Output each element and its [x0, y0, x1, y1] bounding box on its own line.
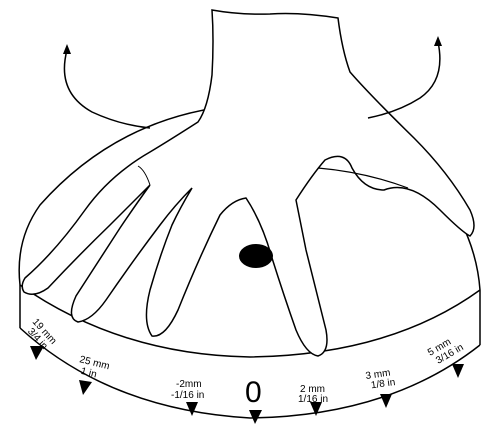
- tick-label-3mm: 3 mm 1/8 in: [365, 367, 396, 392]
- tick-marker-neg2mm: [186, 402, 198, 416]
- tick-label-25mm: 25 mm 1 in: [76, 354, 111, 383]
- tick-label-neg2mm: -2mm -1/16 in: [171, 379, 204, 401]
- rotate-arrow-left-head: [63, 44, 71, 54]
- tick-marker-zero: [249, 410, 262, 424]
- rotate-arrow-right-head: [434, 36, 442, 46]
- dial-center-knob: [239, 244, 273, 268]
- tick-label-2mm: 2 mm 1/16 in: [298, 384, 328, 405]
- tick-label-2mm-imperial: 1/16 in: [298, 394, 328, 405]
- tick-label-3mm-imperial: 1/8 in: [370, 377, 396, 391]
- tick-label-neg2mm-metric: -2mm: [176, 379, 202, 390]
- zero-mark-label: 0: [245, 376, 262, 409]
- rotate-arrow-left: [64, 50, 150, 128]
- tick-marker-25mm: [79, 380, 92, 395]
- tick-label-neg2mm-imperial: -1/16 in: [171, 390, 204, 401]
- tick-label-19mm: 19 mm 3/4 in: [22, 317, 58, 354]
- tick-label-5mm: 5 mm 3/16 in: [426, 333, 466, 369]
- tick-marker-3mm: [380, 394, 392, 408]
- tick-marker-5mm: [452, 364, 464, 378]
